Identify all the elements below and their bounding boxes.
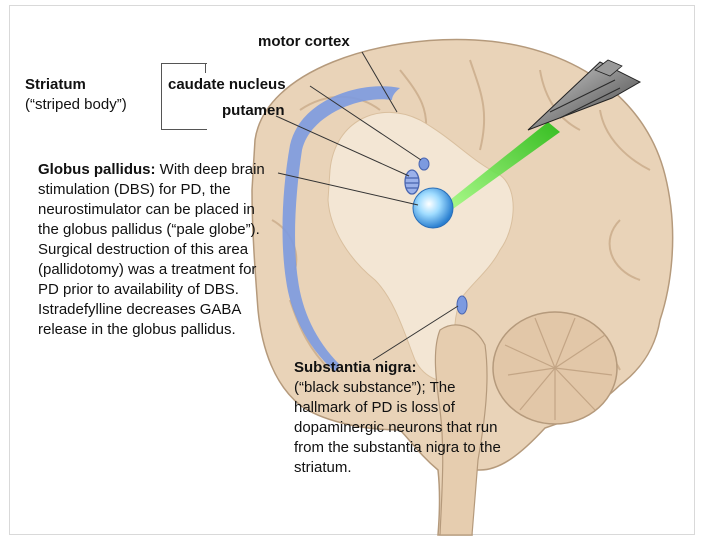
caudate-nucleus-label: caudate nucleus <box>168 75 286 95</box>
striatum-bracket <box>161 63 207 130</box>
striatum-bracket-tick <box>205 63 206 73</box>
globus-pallidus-title: Globus pallidus: <box>38 161 156 178</box>
substantia-nigra-title: Substantia nigra: <box>294 358 504 378</box>
striatum-subtitle: (“striped body”) <box>25 95 127 115</box>
striatum-title: Striatum <box>25 75 127 95</box>
putamen <box>405 170 419 194</box>
globus-pallidus-body: With deep brain stimulation (DBS) for PD… <box>38 161 265 338</box>
motor-cortex-label: motor cortex <box>258 32 350 52</box>
substantia-nigra-body: (“black substance”); The hallmark of PD … <box>294 378 504 478</box>
substantia-nigra <box>457 296 467 314</box>
putamen-label: putamen <box>222 101 285 121</box>
glowing-sphere-icon <box>413 188 453 228</box>
substantia-nigra-text: Substantia nigra: (“black substance”); T… <box>294 358 504 478</box>
globus-pallidus-text: Globus pallidus: With deep brain stimula… <box>38 160 276 340</box>
striatum-label: Striatum (“striped body”) <box>25 75 127 115</box>
